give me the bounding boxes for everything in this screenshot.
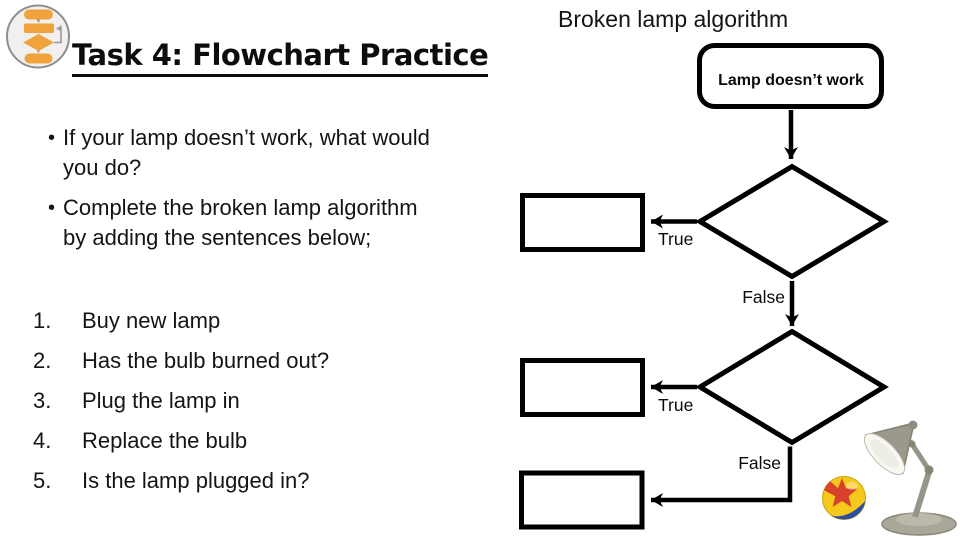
list-text: Has the bulb burned out?	[82, 348, 330, 373]
bullet-line: by adding the sentences below;	[63, 225, 372, 250]
bullet-line: If your lamp doesn’t work, what would	[63, 125, 430, 150]
decision-diamond-2	[695, 328, 889, 446]
list-text: Replace the bulb	[82, 428, 248, 453]
flowchart-heading: Broken lamp algorithm	[558, 6, 789, 32]
bullet-icon: •	[48, 197, 56, 219]
luxo-ball-image	[822, 476, 866, 520]
false-label-1: False	[742, 287, 785, 307]
start-node-label: Lamp doesn’t work	[718, 72, 864, 89]
true-label-1: True	[658, 229, 693, 249]
decision-diamond-1	[695, 163, 889, 280]
bullet-text: If your lamp doesn’t work, what would yo…	[63, 123, 430, 183]
list-item: 3. Plug the lamp in	[33, 385, 329, 425]
process-box-2	[520, 358, 645, 417]
process-box-1	[520, 193, 645, 252]
flowchart-icon	[6, 4, 70, 69]
bullet-line: Complete the broken lamp algorithm	[63, 195, 418, 220]
bullet-item: • If your lamp doesn’t work, what would …	[48, 123, 430, 183]
icon-terminator-top	[24, 9, 53, 20]
icon-loop-arrow	[54, 25, 62, 44]
list-item: 2. Has the bulb burned out?	[33, 345, 329, 385]
pixar-lamp-image	[863, 420, 957, 536]
list-text: Buy new lamp	[82, 308, 221, 333]
icon-decision	[23, 34, 54, 51]
numbered-list: 1. Buy new lamp 2. Has the bulb burned o…	[33, 305, 329, 505]
slide-title: Task 4: Flowchart Practice	[72, 38, 489, 77]
bullet-list: • If your lamp doesn’t work, what would …	[48, 123, 430, 263]
list-text: Plug the lamp in	[82, 388, 240, 413]
true-label-2: True	[658, 395, 693, 415]
false-label-2: False	[738, 453, 781, 473]
list-number: 4.	[33, 428, 52, 453]
process-box-3	[519, 470, 645, 530]
bullet-item: • Complete the broken lamp algorithm by …	[48, 193, 430, 253]
bullet-line: you do?	[63, 155, 142, 180]
list-item: 4. Replace the bulb	[33, 425, 329, 465]
bullet-icon: •	[48, 127, 56, 149]
start-node-box	[697, 43, 884, 109]
bullet-text: Complete the broken lamp algorithm by ad…	[63, 193, 418, 253]
list-number: 5.	[33, 468, 52, 493]
list-item: 5. Is the lamp plugged in?	[33, 465, 329, 505]
false-elbow-arrow-2	[651, 446, 793, 507]
list-number: 2.	[33, 348, 52, 373]
list-item: 1. Buy new lamp	[33, 305, 329, 345]
icon-terminator-bottom	[24, 53, 53, 64]
list-number: 1.	[33, 308, 52, 333]
list-text: Is the lamp plugged in?	[82, 468, 310, 493]
icon-process	[24, 23, 54, 33]
list-number: 3.	[33, 388, 52, 413]
